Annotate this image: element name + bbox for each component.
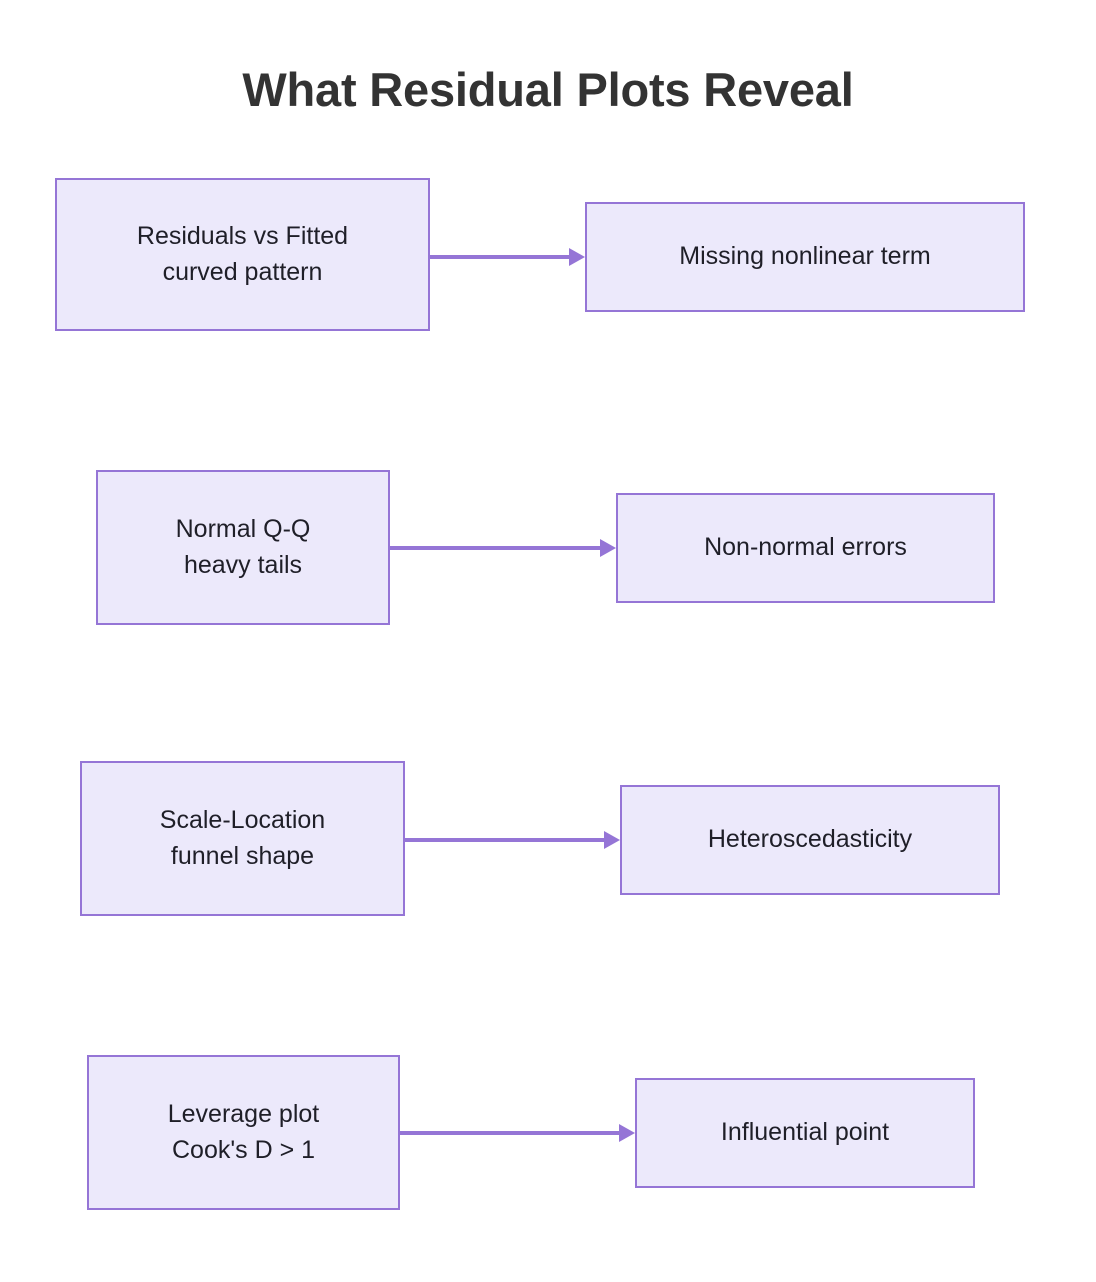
node-normal-qq[interactable]: Normal Q-Q heavy tails — [96, 470, 390, 625]
node-leverage-plot[interactable]: Leverage plot Cook's D > 1 — [87, 1055, 400, 1210]
node-scale-location[interactable]: Scale-Location funnel shape — [80, 761, 405, 916]
node-label-line-1: Leverage plot — [167, 1100, 320, 1128]
node-label-line-2: curved pattern — [162, 257, 323, 286]
node-label-line-2: funnel shape — [170, 841, 315, 870]
node-residuals-vs-fitted[interactable]: Residuals vs Fitted curved pattern — [55, 178, 430, 331]
node-heteroscedasticity[interactable]: Heteroscedasticity — [620, 785, 1000, 895]
node-label-line-2: heavy tails — [183, 550, 303, 579]
arrowhead-right-icon — [604, 831, 620, 849]
node-label-line-1: Non-normal errors — [704, 533, 907, 562]
node-label-line-1: Influential point — [720, 1118, 890, 1147]
edge-scale-location-to-heteroscedasticity — [405, 831, 620, 849]
arrowhead-right-icon — [569, 248, 585, 266]
page-title: What Residual Plots Reveal — [242, 63, 854, 116]
edge-shaft — [430, 255, 569, 259]
edge-leverage-plot-to-influential-point — [400, 1124, 635, 1142]
node-label-line-1: Scale-Location — [159, 806, 326, 834]
node-label-line-1: Residuals vs Fitted — [136, 222, 349, 250]
edge-shaft — [400, 1131, 619, 1135]
node-influential-point[interactable]: Influential point — [635, 1078, 975, 1188]
edge-shaft — [390, 546, 600, 550]
edge-shaft — [405, 838, 604, 842]
node-missing-nonlinear-term[interactable]: Missing nonlinear term — [585, 202, 1025, 312]
arrowhead-right-icon — [619, 1124, 635, 1142]
node-label-line-1: Normal Q-Q — [175, 515, 311, 543]
edge-normal-qq-to-non-normal-errors — [390, 539, 616, 557]
node-label-line-2: Cook's D > 1 — [171, 1135, 316, 1164]
edge-residuals-to-missing-nonlinear — [430, 248, 585, 266]
arrowhead-right-icon — [600, 539, 616, 557]
node-non-normal-errors[interactable]: Non-normal errors — [616, 493, 995, 603]
node-label-line-1: Heteroscedasticity — [707, 825, 913, 854]
node-label-line-1: Missing nonlinear term — [679, 242, 931, 271]
